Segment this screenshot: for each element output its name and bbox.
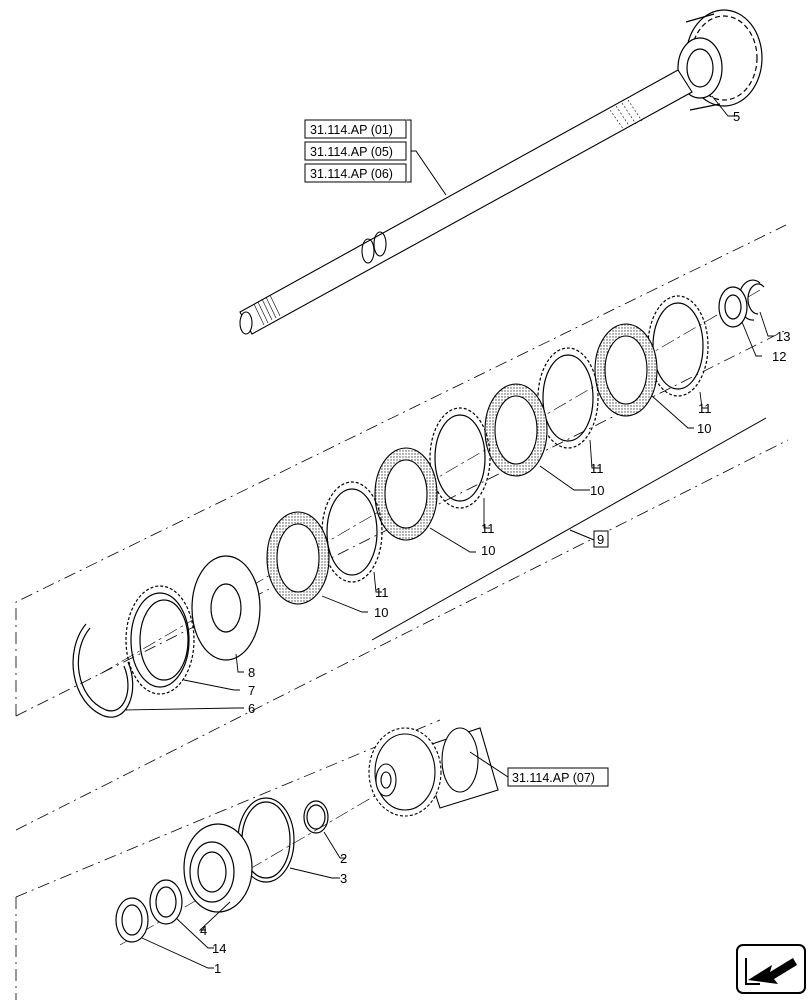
reference-box-06[interactable]: 31.114.AP (06) bbox=[304, 163, 407, 183]
long-shaft bbox=[239, 69, 693, 335]
callout-13: 13 bbox=[776, 329, 790, 344]
steel-plate-d bbox=[647, 295, 709, 397]
friction-disc-d bbox=[594, 323, 658, 417]
reference-box-05[interactable]: 31.114.AP (05) bbox=[304, 141, 407, 161]
callout-10d: 10 bbox=[697, 421, 711, 436]
callout-11d: 11 bbox=[698, 401, 712, 416]
callout-6: 6 bbox=[248, 701, 255, 716]
callout-11b: 11 bbox=[481, 521, 495, 536]
steel-plate-b bbox=[429, 407, 491, 509]
reference-label-01: 31.114.AP (01) bbox=[310, 123, 393, 137]
gear-hub bbox=[677, 9, 763, 111]
callout-10c: 10 bbox=[590, 483, 604, 498]
reference-label-07: 31.114.AP (07) bbox=[512, 771, 595, 785]
assembly-frame-upper bbox=[15, 224, 787, 717]
friction-disc-a bbox=[266, 511, 330, 605]
washer-1 bbox=[115, 897, 149, 943]
assembly-frame-lower bbox=[15, 439, 789, 1000]
back-arrow-icon[interactable] bbox=[736, 944, 806, 994]
callout-7: 7 bbox=[248, 683, 255, 698]
callout-3: 3 bbox=[340, 871, 347, 886]
pressure-plate bbox=[191, 555, 261, 661]
callout-leaders bbox=[125, 95, 774, 969]
steel-plate-a bbox=[321, 481, 383, 583]
washer-14 bbox=[149, 879, 183, 925]
output-gear bbox=[368, 727, 499, 817]
callout-4: 4 bbox=[200, 923, 207, 938]
reference-label-06: 31.114.AP (06) bbox=[310, 167, 393, 181]
callout-12: 12 bbox=[772, 349, 786, 364]
callout-11c: 11 bbox=[590, 461, 604, 476]
callout-11a: 11 bbox=[375, 585, 389, 600]
reference-bracket bbox=[407, 119, 447, 196]
callout-9: 9 bbox=[597, 532, 604, 547]
callout-14: 14 bbox=[212, 941, 226, 956]
toothed-disc bbox=[125, 585, 195, 695]
callout-2: 2 bbox=[340, 851, 347, 866]
callout-10a: 10 bbox=[374, 605, 388, 620]
friction-disc-b bbox=[374, 447, 438, 541]
callout-10b: 10 bbox=[481, 543, 495, 558]
snap-ring-large bbox=[72, 623, 134, 718]
reference-box-07[interactable]: 31.114.AP (07) bbox=[507, 767, 609, 787]
callout-1: 1 bbox=[214, 961, 221, 976]
reference-leader-07 bbox=[469, 751, 509, 778]
reference-label-05: 31.114.AP (05) bbox=[310, 145, 393, 159]
small-snap-ring bbox=[303, 800, 329, 834]
reference-box-01[interactable]: 31.114.AP (01) bbox=[304, 119, 407, 139]
callout-5: 5 bbox=[733, 109, 740, 124]
group-9-bracket bbox=[371, 417, 767, 641]
thrust-washer-small bbox=[718, 286, 748, 328]
callout-8: 8 bbox=[248, 665, 255, 680]
clutch-piston bbox=[183, 823, 253, 913]
friction-disc-c bbox=[484, 383, 548, 477]
